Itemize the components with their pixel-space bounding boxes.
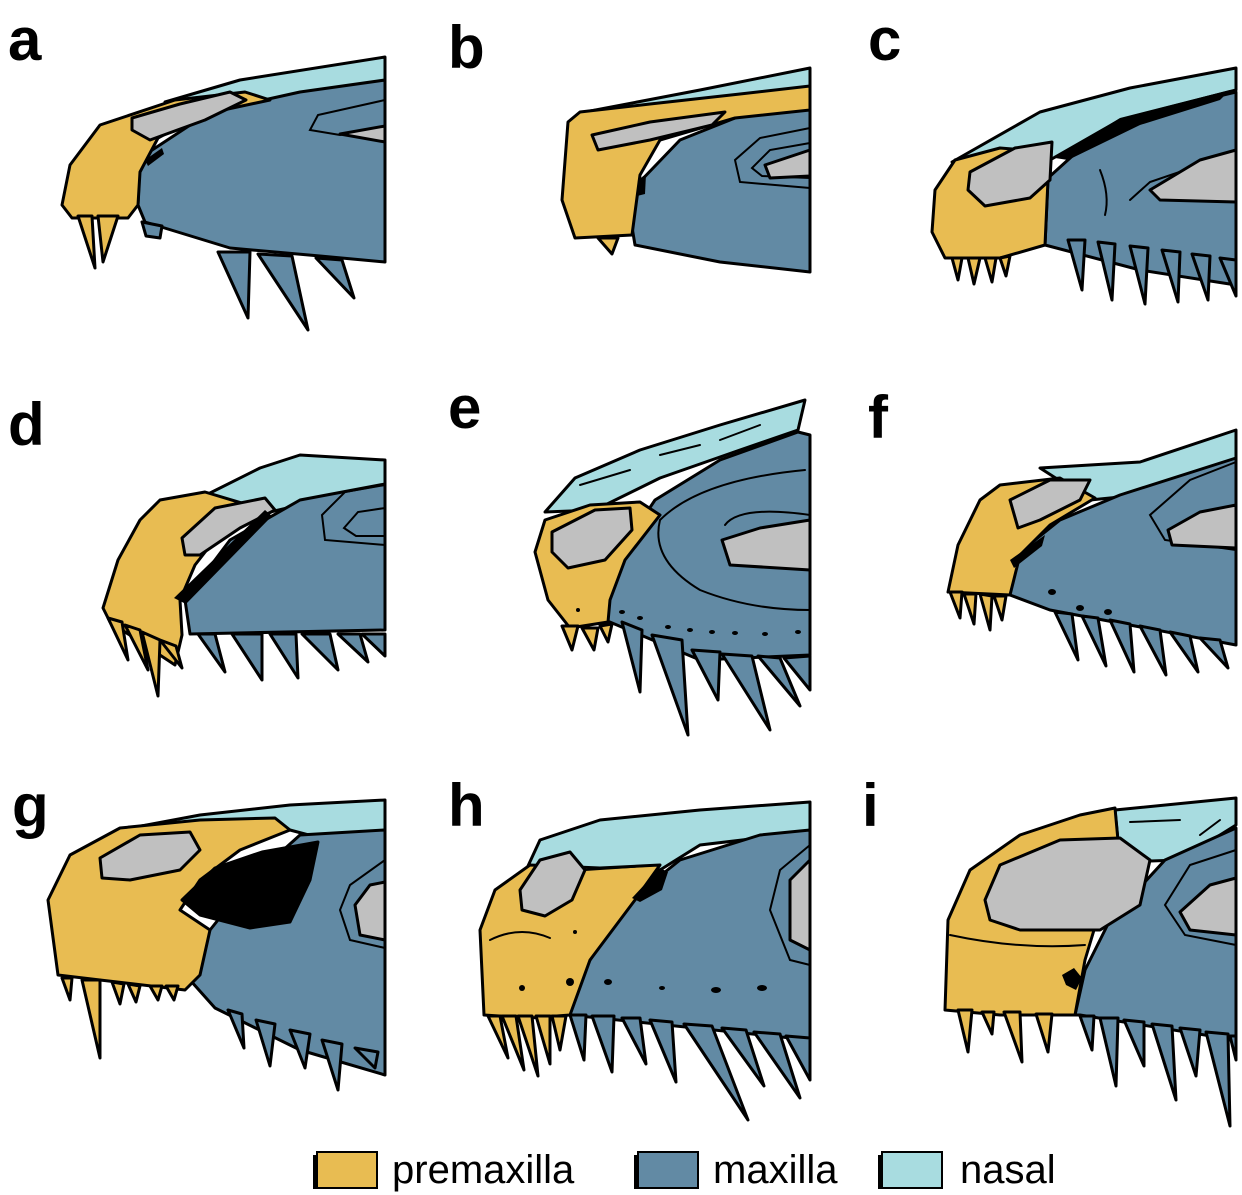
panel-c: c	[868, 6, 1236, 304]
premaxilla-tooth-row	[952, 256, 1010, 284]
legend-label-maxilla: maxilla	[713, 1148, 838, 1192]
premaxilla-tooth	[598, 238, 618, 254]
panel-label-e: e	[448, 374, 481, 441]
panel-i: i	[862, 772, 1236, 1126]
panel-label-b: b	[448, 14, 485, 81]
panel-h: h	[448, 772, 810, 1120]
maxilla-tooth	[258, 254, 308, 330]
premaxilla-tooth-row	[562, 624, 612, 650]
premaxilla-tooth-row	[958, 1010, 1052, 1062]
panel-label-c: c	[868, 6, 901, 73]
legend-swatch-maxilla	[638, 1152, 698, 1188]
premaxilla-tooth	[78, 216, 95, 268]
legend-label-premaxilla: premaxilla	[392, 1148, 575, 1192]
panel-label-h: h	[448, 772, 485, 839]
legend-label-nasal: nasal	[960, 1148, 1056, 1192]
legend-swatch-nasal	[882, 1152, 942, 1188]
panel-b: b	[448, 14, 810, 272]
premaxilla-tooth	[98, 216, 118, 262]
panel-d: d	[8, 391, 385, 696]
legend-item-maxilla: maxilla	[634, 1148, 838, 1192]
legend-item-premaxilla: premaxilla	[313, 1148, 575, 1192]
legend-item-nasal: nasal	[878, 1148, 1056, 1192]
maxilla-tooth	[316, 258, 354, 298]
panel-label-f: f	[868, 384, 889, 451]
premaxilla-tooth-row	[488, 1016, 566, 1076]
premaxilla-tooth-row	[950, 592, 1006, 630]
panel-label-i: i	[862, 772, 879, 839]
maxilla-tooth-row	[198, 634, 385, 680]
maxilla-tooth	[142, 222, 162, 238]
maxilla-tooth	[218, 252, 250, 318]
panel-e: e	[448, 374, 810, 735]
premaxilla-tooth-row	[62, 978, 178, 1058]
maxilla-tooth-row	[1080, 1016, 1236, 1126]
panel-g: g	[12, 772, 385, 1090]
panel-f: f	[868, 384, 1236, 675]
panel-a: a	[8, 6, 385, 330]
legend-swatch-premaxilla	[317, 1152, 377, 1188]
legend: premaxilla maxilla nasal	[313, 1148, 1056, 1192]
panel-label-g: g	[12, 772, 49, 839]
panel-label-a: a	[8, 6, 42, 73]
panel-label-d: d	[8, 391, 45, 458]
